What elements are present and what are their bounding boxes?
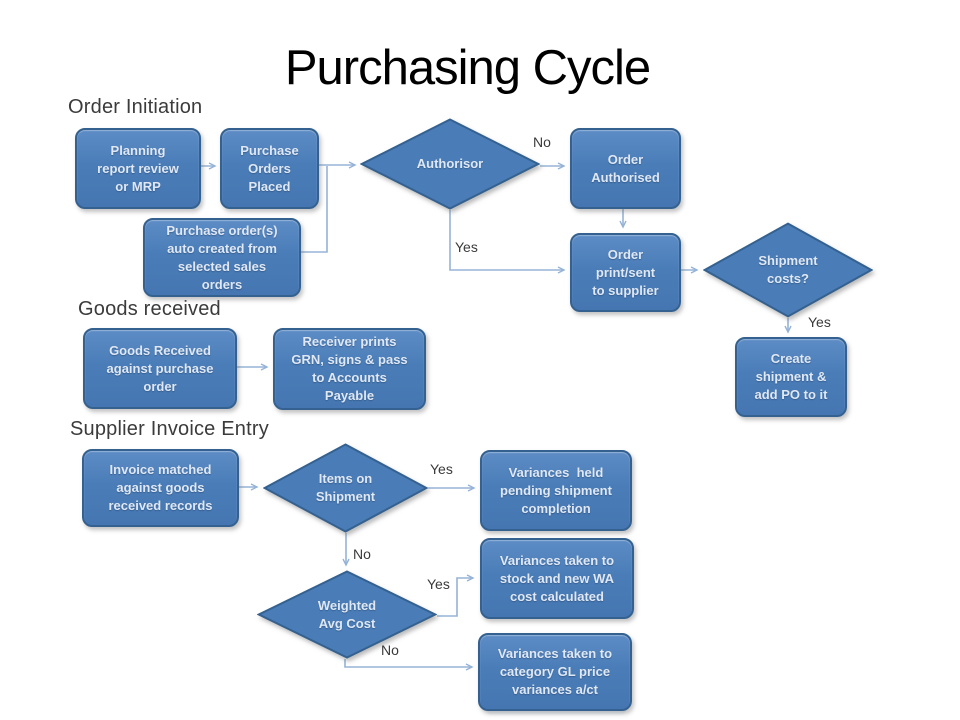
node-variances-taken-to-stock: Variances taken to stock and new WA cost… bbox=[480, 538, 634, 619]
diamond-icon bbox=[263, 443, 428, 533]
node-label: Purchase Orders Placed bbox=[240, 142, 299, 194]
node-label: Purchase order(s) auto created from sele… bbox=[166, 222, 278, 292]
edge-label-items-no: No bbox=[353, 546, 371, 562]
node-purchase-orders-placed: Purchase Orders Placed bbox=[220, 128, 319, 209]
node-create-shipment-add-po: Create shipment & add PO to it bbox=[735, 337, 847, 417]
decision-shipment-costs: Shipment costs? bbox=[703, 222, 873, 318]
node-label: Variances taken to category GL price var… bbox=[497, 646, 613, 697]
node-goods-received-against-po: Goods Received against purchase order bbox=[83, 328, 237, 409]
node-label: Variances held pending shipment completi… bbox=[500, 464, 612, 516]
edge-label-items-yes: Yes bbox=[430, 461, 453, 477]
node-variances-taken-to-gl: Variances taken to category GL price var… bbox=[478, 633, 632, 711]
node-label: Order Authorised bbox=[591, 151, 660, 185]
node-label: Create shipment & add PO to it bbox=[754, 351, 828, 402]
node-label: Variances taken to stock and new WA cost… bbox=[499, 552, 615, 604]
edge-label-authorisor-no: No bbox=[533, 134, 551, 150]
edge-label-wac-no: No bbox=[381, 642, 399, 658]
node-label: Planning report review or MRP bbox=[97, 142, 179, 194]
page-title: Purchasing Cycle bbox=[284, 41, 651, 95]
node-label: Shipment costs? bbox=[758, 253, 818, 286]
decision-weighted-avg-cost: Weighted Avg Cost bbox=[257, 570, 437, 659]
node-label: Goods Received against purchase order bbox=[106, 342, 214, 394]
box-reflection bbox=[486, 707, 626, 716]
node-label: Items on Shipment bbox=[315, 471, 376, 504]
diamond-icon bbox=[257, 570, 437, 659]
node-label: Order print/sent to supplier bbox=[592, 246, 659, 298]
node-label: Invoice matched against goods received r… bbox=[108, 462, 213, 513]
diamond-icon bbox=[360, 118, 540, 210]
node-label: Authorisor bbox=[416, 156, 484, 171]
edge-label-authorisor-yes: Yes bbox=[455, 239, 478, 255]
node-label: Receiver prints GRN, signs & pass to Acc… bbox=[291, 334, 408, 403]
node-invoice-matched: Invoice matched against goods received r… bbox=[82, 449, 239, 527]
section-label-supplier-invoice-entry: Supplier Invoice Entry bbox=[70, 418, 269, 440]
node-purchase-orders-auto-created: Purchase order(s) auto created from sele… bbox=[143, 218, 301, 297]
node-variances-held-pending: Variances held pending shipment completi… bbox=[480, 450, 632, 531]
section-label-goods-received: Goods received bbox=[78, 298, 221, 320]
node-receiver-prints-grn: Receiver prints GRN, signs & pass to Acc… bbox=[273, 328, 426, 410]
node-label: Weighted Avg Cost bbox=[317, 597, 377, 631]
edge-label-wac-yes: Yes bbox=[427, 576, 450, 592]
node-order-authorised: Order Authorised bbox=[570, 128, 681, 209]
decision-authorisor: Authorisor bbox=[360, 118, 540, 210]
node-order-print-sent-to-supplier: Order print/sent to supplier bbox=[570, 233, 681, 312]
decision-items-on-shipment: Items on Shipment bbox=[263, 443, 428, 533]
section-label-order-initiation: Order Initiation bbox=[68, 96, 203, 118]
edge-label-shipment-yes: Yes bbox=[808, 314, 831, 330]
node-planning-report-review: Planning report review or MRP bbox=[75, 128, 201, 209]
diamond-icon bbox=[703, 222, 873, 318]
